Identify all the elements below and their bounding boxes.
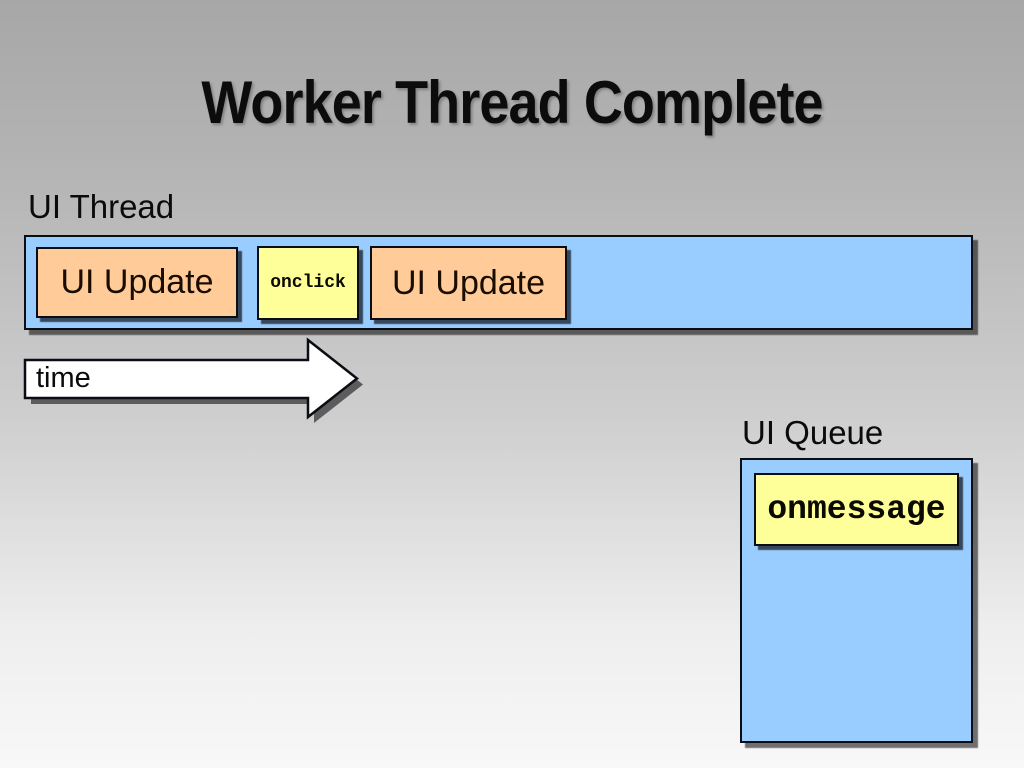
- onclick-block: onclick: [257, 246, 359, 320]
- time-arrow-label: time: [36, 362, 91, 394]
- ui-update-block-2: UI Update: [370, 246, 567, 320]
- onmessage-block-label: onmessage: [767, 491, 946, 528]
- ui-thread-label: UI Thread: [28, 188, 175, 225]
- slide-title: Worker Thread Complete: [201, 69, 823, 136]
- ui-update-block-2-label: UI Update: [391, 263, 546, 302]
- onmessage-block: onmessage: [754, 473, 959, 546]
- ui-update-block-1: UI Update: [36, 247, 238, 318]
- ui-queue-label: UI Queue: [742, 414, 884, 451]
- time-arrow-icon: [23, 337, 363, 423]
- onclick-block-label: onclick: [270, 273, 346, 293]
- ui-update-block-1-label: UI Update: [60, 263, 214, 301]
- ui-queue-box: onmessage: [740, 458, 973, 743]
- ui-thread-bar: UI Update onclick UI Update: [24, 235, 973, 330]
